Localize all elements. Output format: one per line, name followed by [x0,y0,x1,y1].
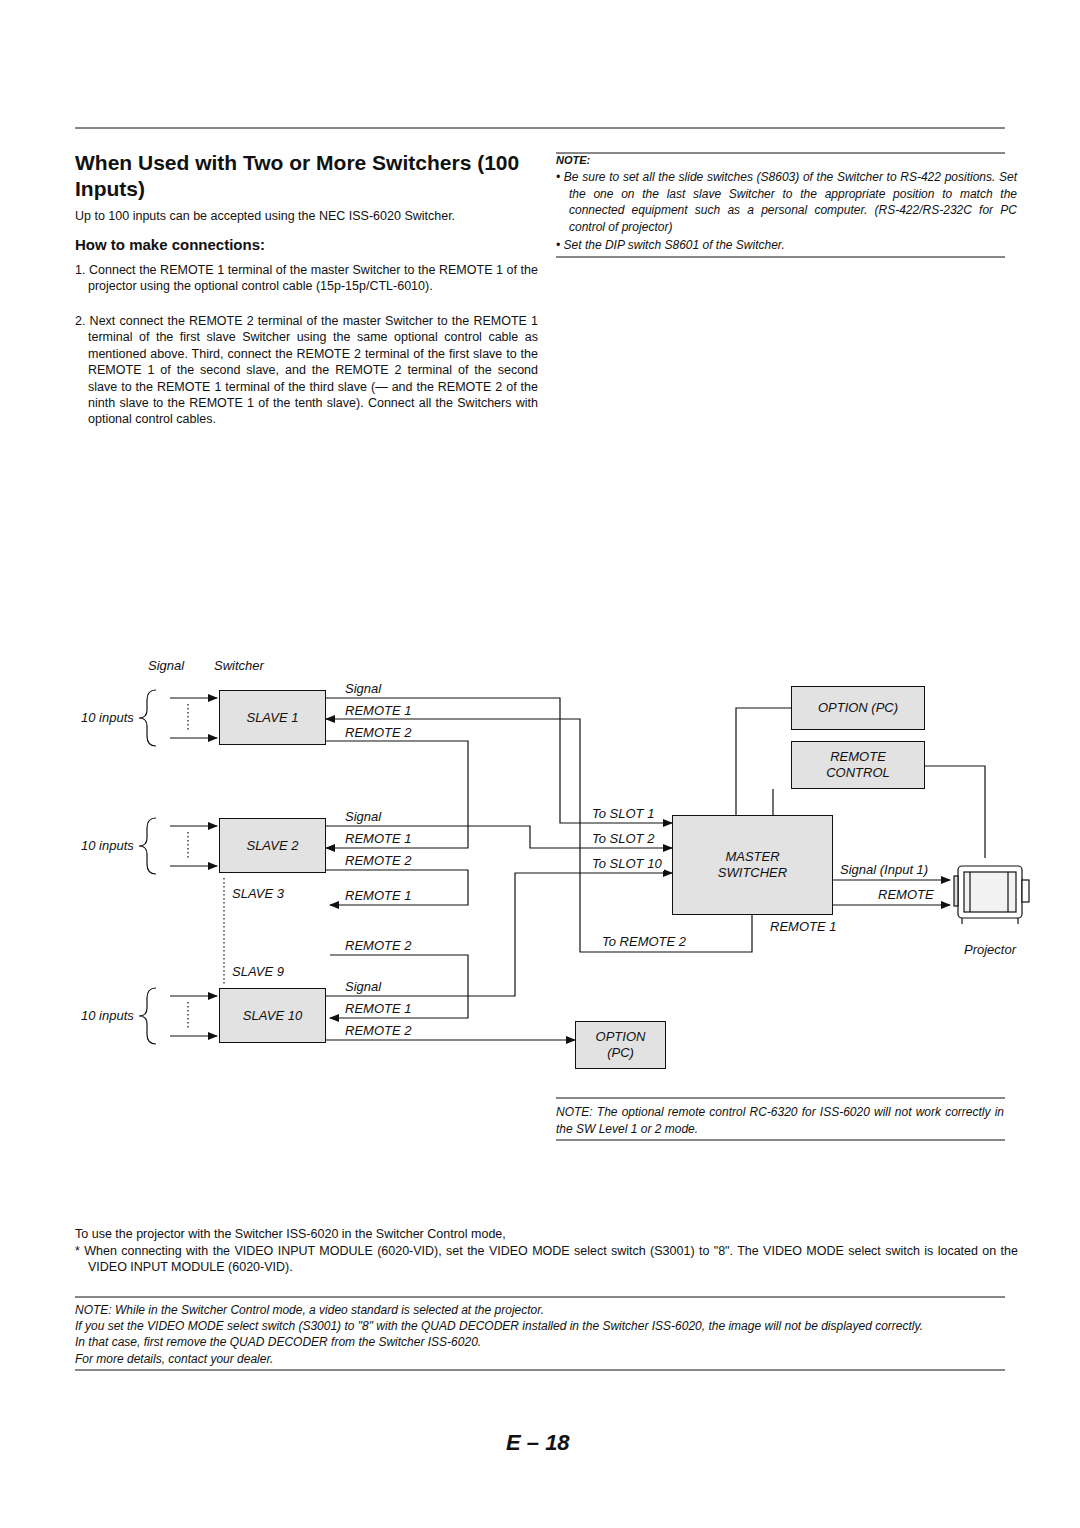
step-text: 2. Next connect the REMOTE 2 terminal of… [75,313,538,428]
step-text: 1. Connect the REMOTE 1 terminal of the … [75,262,538,295]
section-title: When Used with Two or More Switchers (10… [75,150,545,202]
remote-control-box: REMOTE CONTROL [791,741,925,789]
rules [75,128,1005,1370]
connector-label: To SLOT 1 [590,806,656,821]
subheading: How to make connections: [75,236,265,253]
note-text: NOTE: The optional remote control RC-632… [556,1104,1004,1137]
cable-connector [736,708,791,815]
node-text: MASTER SWITCHER [698,849,808,881]
node-text: SLAVE 2 [246,838,298,854]
node-text: OPTION (PC) [586,1029,656,1061]
node-text: REMOTE CONTROL [808,749,908,781]
switcher-label: SLAVE 9 [232,964,284,979]
note-text: • Be sure to set all the slide switches … [556,169,1017,235]
option-box: OPTION (PC) [575,1021,666,1069]
port-label: REMOTE [878,887,934,902]
connector-label: To SLOT 2 [590,831,656,846]
connector-label: To SLOT 10 [590,856,664,871]
port-label: REMOTE 1 [345,831,411,846]
master-switcher: MASTER SWITCHER [672,815,833,915]
port-label: REMOTE 2 [345,1023,411,1038]
projector: Projector [950,858,1030,958]
switcher-label: SLAVE 3 [232,886,284,901]
input-count: 10 inputs [81,710,134,725]
input-arrows [170,698,224,1036]
slave-switcher: SLAVE 1 [219,690,326,745]
body-text: Up to 100 inputs can be accepted using t… [75,208,525,224]
input-braces [139,690,156,1044]
cable-connector [326,826,672,848]
node-text: Projector [964,942,1016,958]
input-count: 10 inputs [81,838,134,853]
column-label: Signal [148,658,184,673]
port-label: REMOTE 2 [345,938,411,953]
note-text: NOTE: While in the Switcher Control mode… [75,1302,1005,1319]
port-label: REMOTE 2 [345,853,411,868]
node-text: OPTION (PC) [818,700,898,716]
cable-connector [833,904,950,905]
column-label: Switcher [214,658,264,673]
port-label: REMOTE 1 [345,1001,411,1016]
slave-switcher: SLAVE 2 [219,818,326,873]
port-label: REMOTE 2 [345,725,411,740]
connector-label: Signal (Input 1) [838,862,930,877]
port-label: Signal [345,809,381,824]
note-heading: NOTE: [556,154,590,166]
cable-connector [326,1039,575,1040]
note-text: In that case, first remove the QUAD DECO… [75,1334,1005,1351]
port-label: Signal [345,979,381,994]
cable-connector [833,879,950,880]
note-text: If you set the VIDEO MODE select switch … [75,1318,1005,1335]
cable-connector [925,766,985,858]
port-label: REMOTE 1 [345,703,411,718]
node-text: SLAVE 10 [243,1008,302,1024]
input-count: 10 inputs [81,1008,134,1023]
port-label: REMOTE 1 [345,888,411,903]
port-label: REMOTE 1 [770,919,836,934]
projector-illustration [954,866,1029,924]
slave-switcher: SLAVE 10 [219,988,326,1043]
cable-connector [326,741,468,848]
cable-connector [772,789,773,815]
option-box: OPTION (PC) [791,686,925,730]
body-text: * When connecting with the VIDEO INPUT M… [75,1243,1018,1276]
note-text: For more details, contact your dealer. [75,1351,1005,1368]
note-text: • Set the DIP switch S8601 of the Switch… [556,237,1017,254]
cable-connector [326,698,672,823]
node-text: SLAVE 1 [246,710,298,726]
connector-label: To REMOTE 2 [600,934,688,949]
page-number: E – 18 [506,1430,570,1456]
port-label: Signal [345,681,381,696]
body-text: To use the projector with the Switcher I… [75,1226,1005,1242]
